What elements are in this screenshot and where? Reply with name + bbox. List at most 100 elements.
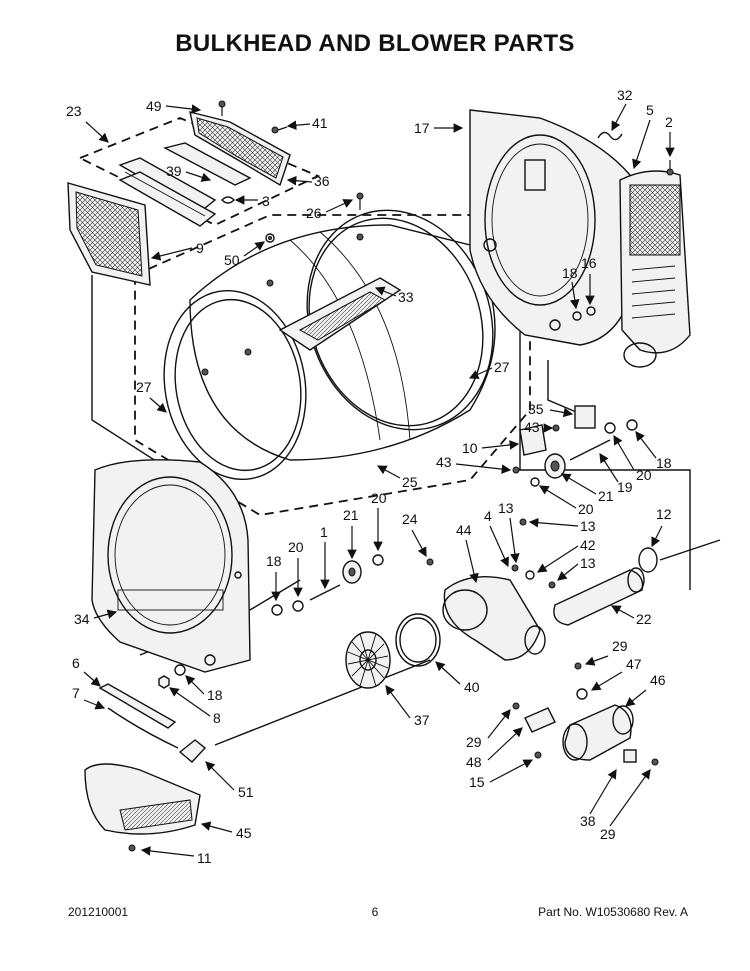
callout-21-right: 21 [560, 473, 614, 504]
callout-40: 40 [435, 661, 480, 695]
callout-1: 1 [320, 524, 330, 590]
part-3-seal [221, 196, 235, 204]
svg-text:29: 29 [612, 638, 628, 654]
svg-text:10: 10 [462, 440, 478, 456]
part-20-washer-upper [604, 422, 616, 434]
callout-29-top: 29 [584, 638, 628, 666]
svg-text:12: 12 [656, 506, 672, 522]
part-8-nut [158, 675, 170, 689]
part-44-blower-housing [443, 575, 541, 661]
callout-13-b: 13 [528, 517, 596, 534]
lower-left-parts [84, 664, 207, 852]
part-7-strip [107, 707, 179, 749]
svg-text:43: 43 [436, 454, 452, 470]
callout-10: 10 [462, 440, 520, 456]
svg-text:23: 23 [66, 103, 82, 119]
callout-8: 8 [169, 687, 221, 726]
footer-page-number: 6 [371, 905, 379, 919]
svg-text:18: 18 [266, 553, 282, 569]
svg-text:13: 13 [498, 500, 514, 516]
lint-filter-housing [118, 100, 291, 227]
screw-41 [271, 126, 288, 134]
rear-shaft-assembly [512, 405, 638, 487]
callout-3: 3 [234, 193, 270, 209]
callout-34: 34 [74, 609, 118, 627]
callout-39: 39 [166, 163, 212, 182]
part-20-washer-front [292, 600, 304, 612]
part-19-shaft [569, 439, 611, 461]
svg-text:45: 45 [236, 825, 252, 841]
part-37-blower-wheel [345, 631, 391, 689]
screw-49 [218, 100, 226, 116]
callout-12: 12 [651, 506, 672, 548]
svg-text:25: 25 [402, 474, 418, 490]
callout-45: 45 [200, 821, 252, 841]
callout-20-right-upper: 20 [613, 434, 652, 483]
svg-text:5: 5 [646, 102, 654, 118]
front-bulkhead [91, 459, 251, 673]
callout-41: 41 [286, 115, 328, 131]
svg-text:15: 15 [469, 774, 485, 790]
svg-text:22: 22 [636, 611, 652, 627]
part-20-washer-front-2 [372, 554, 384, 566]
svg-text:19: 19 [617, 479, 633, 495]
callout-11: 11 [140, 846, 212, 866]
part-27-front-seal [163, 289, 307, 481]
svg-text:27: 27 [494, 359, 510, 375]
svg-text:33: 33 [398, 289, 414, 305]
svg-text:1: 1 [320, 524, 328, 540]
callout-44: 44 [456, 522, 479, 584]
svg-text:8: 8 [213, 710, 221, 726]
svg-text:18: 18 [656, 455, 672, 471]
callout-20-front-2: 20 [371, 490, 387, 552]
callout-16: 16 [581, 255, 597, 306]
svg-text:27: 27 [136, 379, 152, 395]
svg-text:36: 36 [314, 173, 330, 189]
part-6-strip [98, 683, 177, 729]
callout-15: 15 [469, 759, 534, 790]
part-10-plate [519, 424, 547, 456]
svg-text:13: 13 [580, 518, 596, 534]
callout-23: 23 [66, 103, 109, 143]
svg-text:20: 20 [371, 490, 387, 506]
svg-text:4: 4 [484, 508, 492, 524]
callout-33: 33 [374, 286, 414, 305]
svg-text:43: 43 [524, 419, 540, 435]
callout-29-bottom: 29 [600, 769, 651, 842]
lint-filter [67, 182, 151, 286]
svg-text:6: 6 [72, 655, 80, 671]
svg-text:37: 37 [414, 712, 430, 728]
svg-text:11: 11 [197, 850, 212, 866]
callout-51: 51 [205, 761, 254, 800]
part-1-shaft [309, 584, 341, 601]
page-title: BULKHEAD AND BLOWER PARTS [175, 30, 575, 57]
svg-text:21: 21 [343, 507, 359, 523]
callout-27-left: 27 [136, 379, 167, 413]
svg-text:29: 29 [466, 734, 482, 750]
blower-housing [426, 518, 556, 661]
part-12-clamp [638, 547, 658, 573]
callout-2: 2 [665, 114, 675, 158]
callout-36: 36 [286, 173, 330, 189]
svg-text:21: 21 [598, 488, 614, 504]
svg-text:20: 20 [636, 467, 652, 483]
blower-wheel-group [345, 613, 441, 689]
screw-26 [356, 192, 364, 210]
part-51-clip [178, 739, 207, 763]
rear-bulkhead [469, 109, 691, 368]
svg-text:38: 38 [580, 813, 596, 829]
svg-text:40: 40 [464, 679, 480, 695]
svg-text:48: 48 [466, 754, 482, 770]
exhaust-duct [553, 547, 658, 626]
callout-32: 32 [611, 87, 633, 132]
callout-5: 5 [632, 102, 654, 170]
callout-29-mid: 29 [466, 709, 511, 750]
callout-21-front: 21 [343, 507, 359, 560]
callout-25: 25 [376, 465, 418, 490]
svg-text:3: 3 [262, 193, 270, 209]
svg-text:18: 18 [562, 265, 578, 281]
callout-4: 4 [484, 508, 509, 568]
svg-text:34: 34 [74, 611, 90, 627]
callout-18-lower: 18 [185, 675, 223, 703]
svg-text:7: 7 [72, 685, 80, 701]
